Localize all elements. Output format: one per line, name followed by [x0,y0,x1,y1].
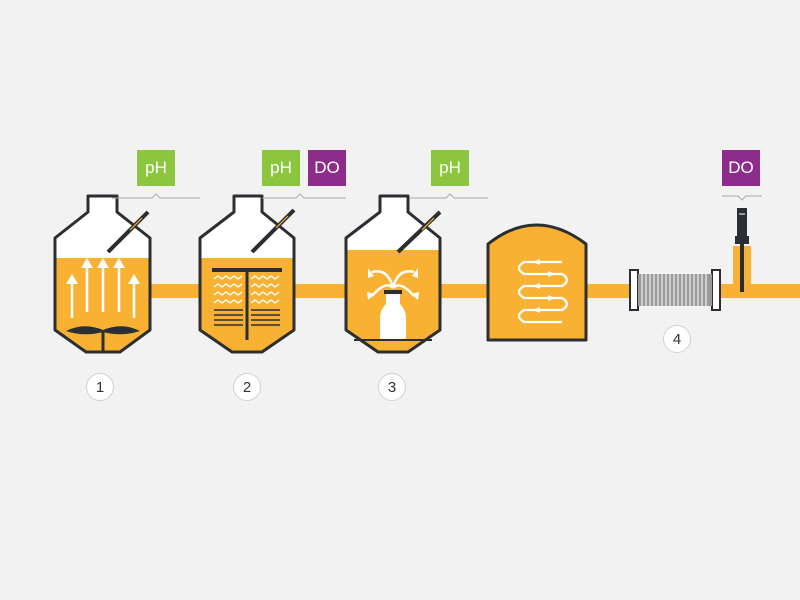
tank-2 [198,193,346,354]
circulating-flow-icon [517,260,569,324]
stage-number-3: 3 [378,373,406,401]
stage-number-1: 1 [86,373,114,401]
ph-tag-tank-1: pH [137,150,175,186]
heat-exchanger [629,269,721,311]
stage-number-2: 2 [233,373,261,401]
ph-do-callout-line [262,193,346,199]
ph-probe-icon [250,208,296,254]
tank-1 [53,193,200,354]
ph-tag-tank-3: pH [431,150,469,186]
tank-circulating [486,223,588,342]
stage-number-4: 4 [663,325,691,353]
do-probe-assembly [722,195,762,292]
do-tag-outlet: DO [722,150,760,186]
filter-plates-icon [212,268,282,340]
ph-tag-tank-2: pH [262,150,300,186]
ph-callout-line [112,193,200,199]
agitator-icon [66,326,140,352]
do-tag-tank-2: DO [308,150,346,186]
upward-arrows-icon [66,258,140,318]
ph-probe-icon [106,210,150,254]
ph-probe-icon [396,210,442,254]
do-callout-line [722,195,762,201]
ph-callout-line [410,193,488,199]
tank-3 [344,193,488,354]
bottle-fountain-icon [367,268,419,340]
